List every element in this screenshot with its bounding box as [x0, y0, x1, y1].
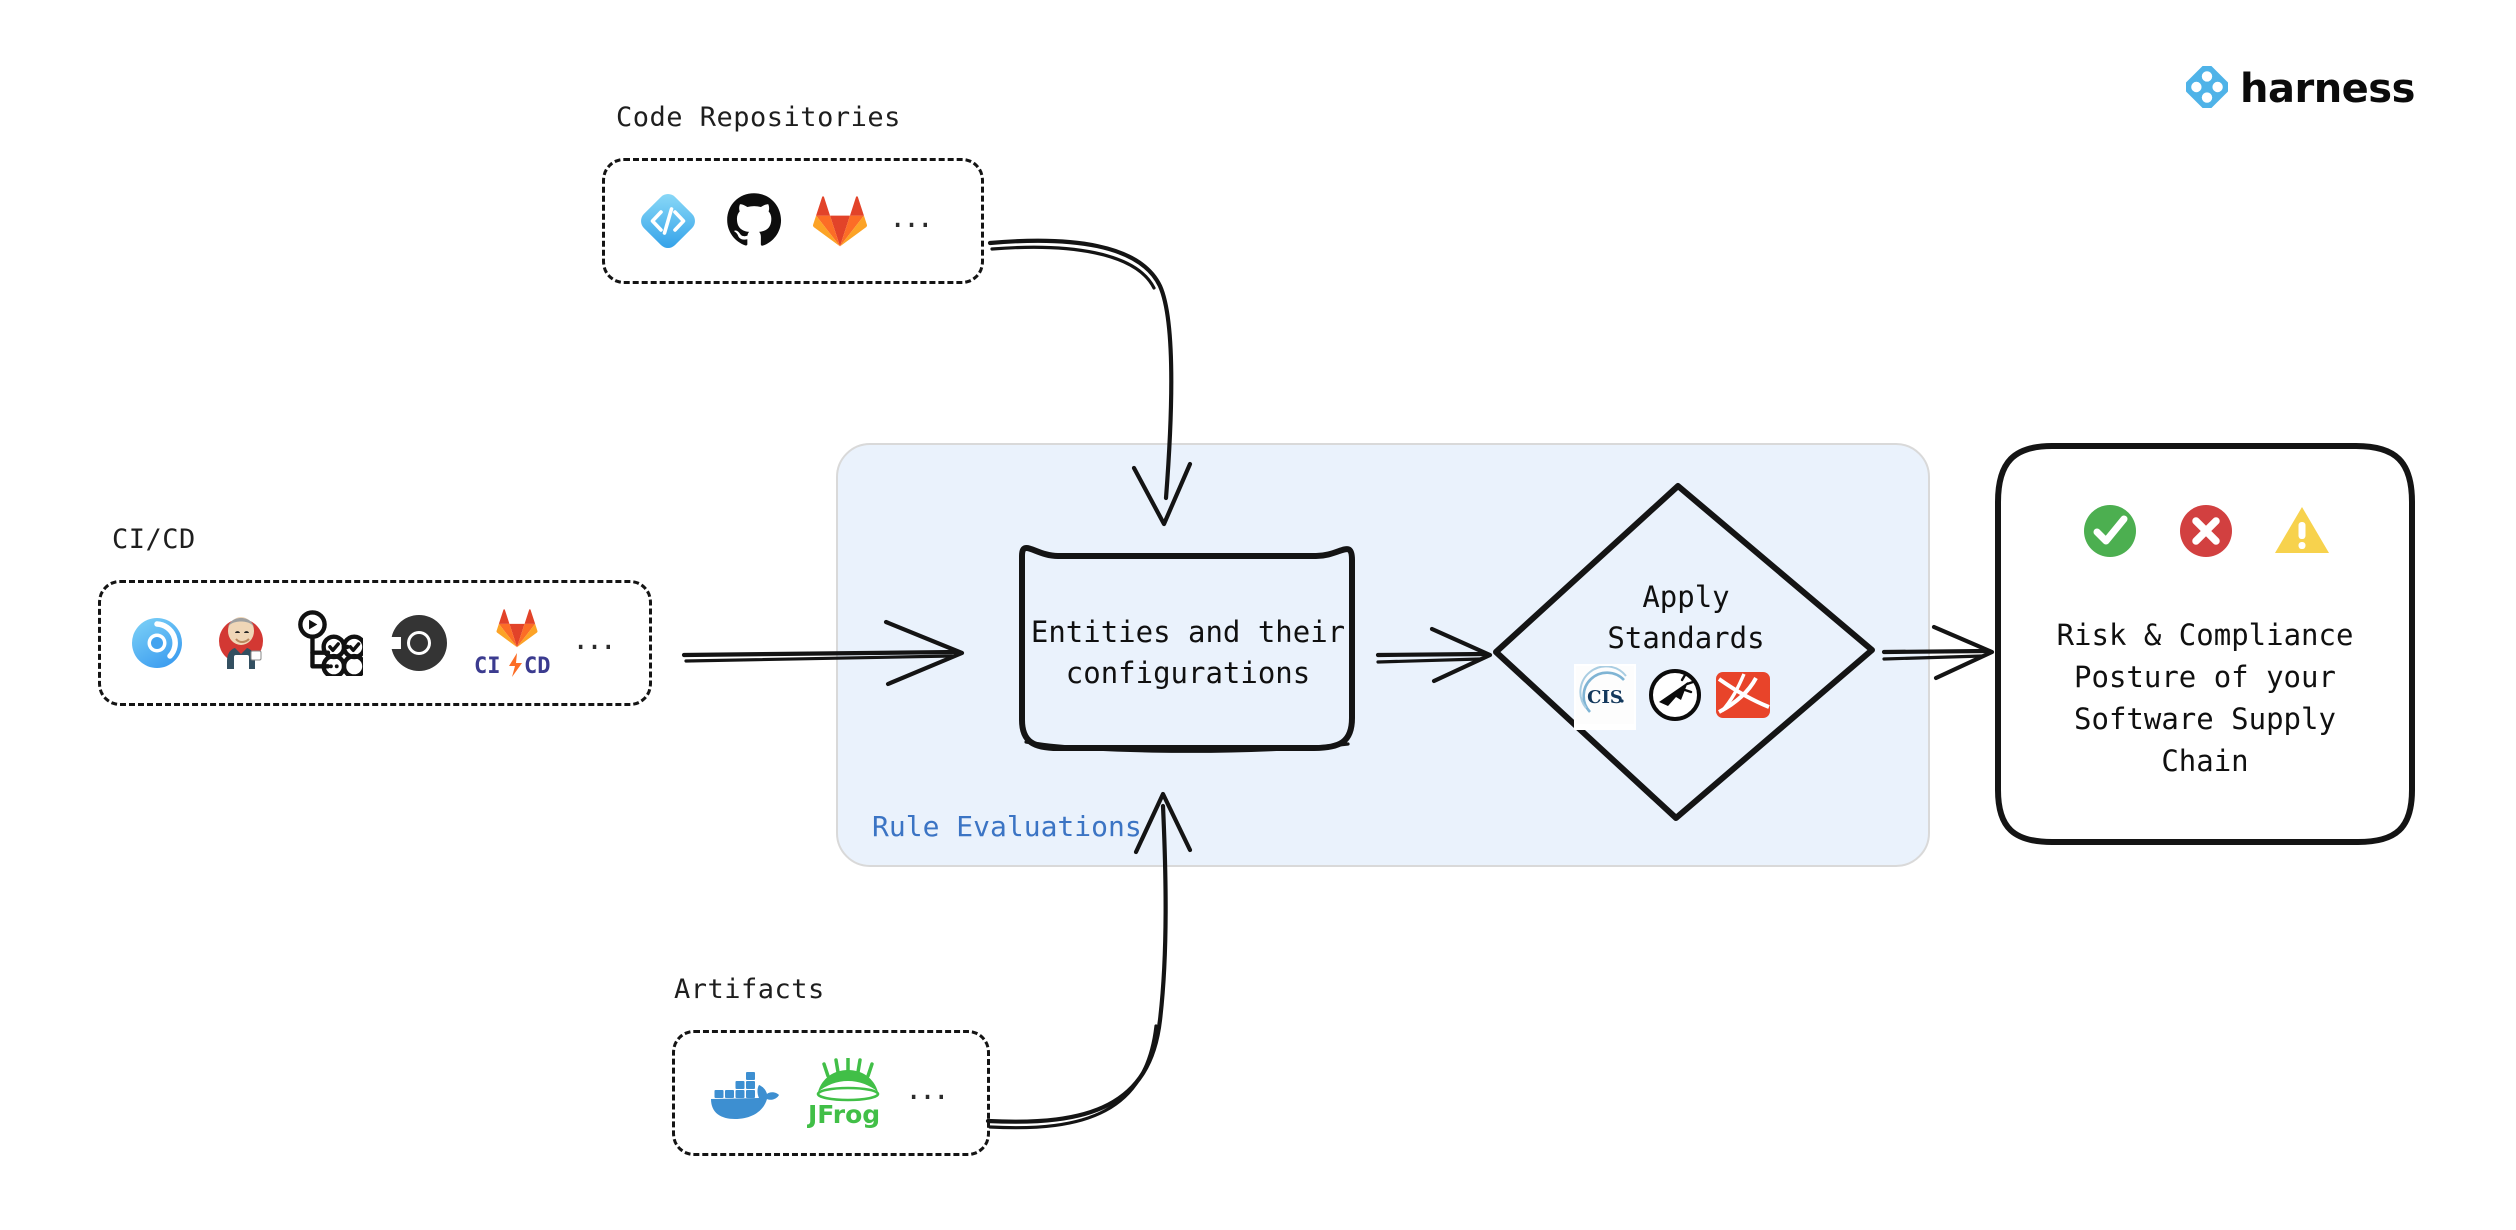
check-circle-icon — [2079, 500, 2141, 566]
harness-wordmark: harness — [2240, 66, 2415, 112]
entities-node-outline — [1019, 545, 1355, 753]
apply-standards-label: Apply Standards — [1607, 579, 1765, 655]
svg-text:CIS: CIS — [1587, 687, 1623, 708]
gitlab-icon[interactable] — [797, 193, 883, 249]
ci-cd-caption: CI/CD — [112, 524, 196, 555]
code-repositories-icon-row: ... — [605, 190, 981, 252]
code-repositories-caption: Code Repositories — [616, 102, 901, 133]
outcome-node-label: Risk & Compliance Posture of your Softwa… — [2056, 617, 2354, 779]
ci-cd-box: CI CD ... — [98, 580, 652, 706]
entities-node-label: Entities and their configurations — [1030, 614, 1346, 690]
svg-text:CI: CI — [474, 654, 501, 679]
svg-text:CD: CD — [524, 654, 551, 679]
github-actions-icon[interactable] — [283, 610, 373, 676]
artifacts-more-ellipsis[interactable]: ... — [908, 1068, 950, 1108]
code-repositories-box: ... — [602, 158, 984, 284]
outcome-node[interactable]: Risk & Compliance Posture of your Softwa… — [2000, 608, 2410, 788]
jfrog-icon[interactable]: JFrog — [795, 1058, 901, 1128]
outcome-status-row — [2048, 500, 2364, 566]
cis-icon[interactable]: CIS — [1574, 664, 1636, 730]
apply-standards-node[interactable]: Apply Standards — [1536, 568, 1836, 668]
rule-evaluations-label: Rule Evaluations — [872, 810, 1142, 843]
artifacts-box: JFrog ... — [672, 1030, 990, 1156]
artifacts-caption: Artifacts — [674, 974, 825, 1005]
owasp-icon[interactable] — [1714, 666, 1772, 728]
harness-brand: harness — [2184, 64, 2415, 112]
github-icon[interactable] — [711, 192, 797, 250]
circleci-icon[interactable] — [373, 611, 465, 675]
connector-entities-to-standards — [1375, 626, 1493, 684]
connector-artifacts-to-entities — [985, 791, 1193, 1130]
artifacts-icon-row: JFrog ... — [675, 1058, 987, 1128]
standards-icon-row: CIS — [1574, 664, 1804, 730]
docker-icon[interactable] — [695, 1062, 795, 1124]
ci-cd-more-ellipsis[interactable]: ... — [575, 618, 617, 658]
outcome-node-outline — [1995, 443, 2415, 845]
code-repositories-more-ellipsis[interactable]: ... — [892, 196, 934, 236]
slsa-icon[interactable] — [1646, 666, 1704, 728]
apply-standards-diamond — [1493, 483, 1875, 821]
warning-triangle-icon — [2271, 500, 2333, 566]
harness-diamond-icon — [2184, 64, 2230, 112]
harness-code-icon[interactable] — [625, 190, 711, 252]
jenkins-icon[interactable] — [199, 611, 283, 675]
error-circle-icon — [2175, 500, 2237, 566]
entities-node[interactable]: Entities and their configurations — [1022, 556, 1354, 750]
harness-ci-icon[interactable] — [115, 612, 199, 674]
ci-cd-icon-row: CI CD ... — [101, 607, 649, 679]
svg-text:JFrog: JFrog — [807, 1100, 880, 1128]
connector-code-repos-to-entities — [987, 238, 1193, 527]
connector-cicd-to-entities — [681, 619, 965, 687]
connector-standards-to-outcome — [1881, 624, 1995, 681]
gitlab-cicd-icon[interactable]: CI CD — [465, 607, 569, 679]
